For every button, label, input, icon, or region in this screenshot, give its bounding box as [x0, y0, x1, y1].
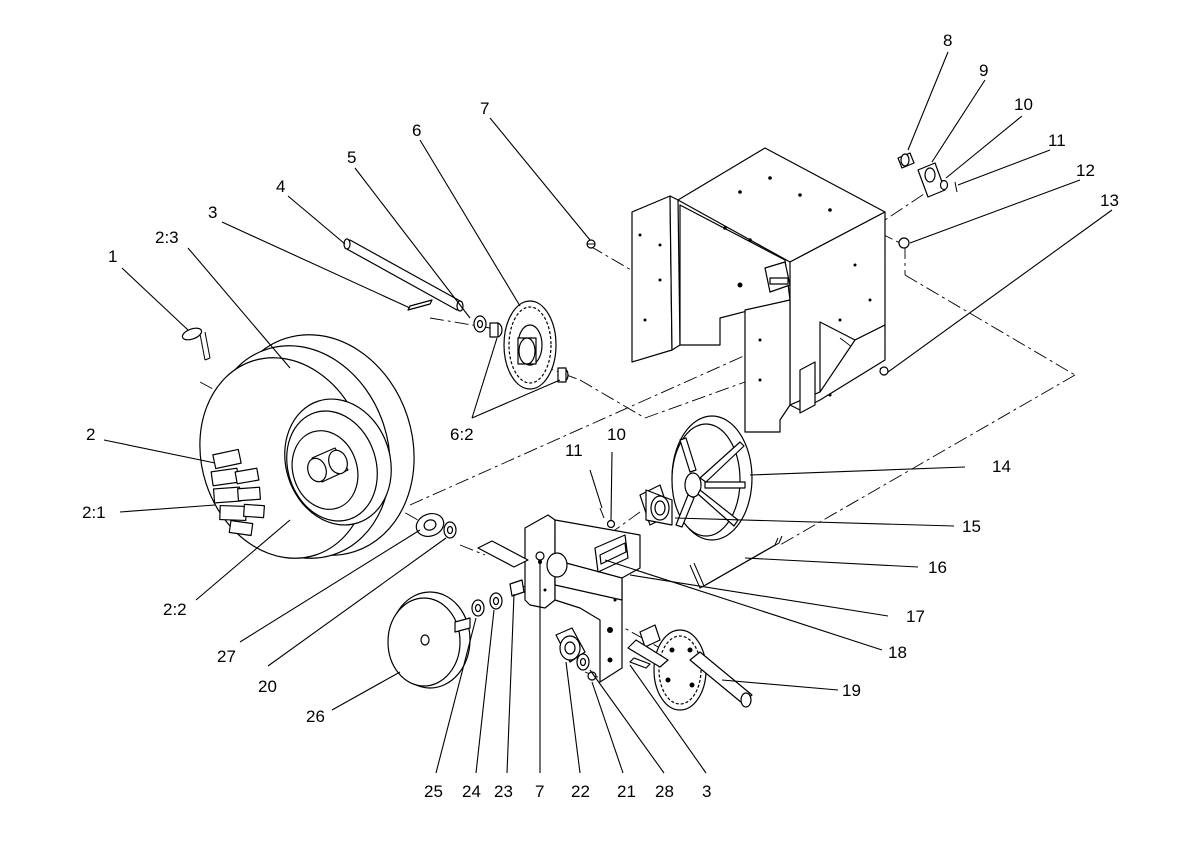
callout-23: 23: [494, 782, 513, 801]
callout-6-2: 6:2: [450, 425, 474, 444]
callout-10-mid: 10: [607, 425, 626, 444]
callout-26: 26: [306, 707, 325, 726]
hardware-25-24-23: [471, 579, 525, 617]
callout-3-top: 3: [208, 203, 217, 222]
callout-2-1: 2:1: [82, 503, 106, 522]
callout-22: 22: [571, 782, 590, 801]
callout-3-bottom: 3: [702, 782, 711, 801]
washer-28: [576, 653, 590, 671]
callout-14: 14: [992, 457, 1011, 476]
sprocket: [489, 300, 569, 390]
frame-housing: [631, 147, 886, 433]
lynch-pin: [181, 327, 211, 361]
callout-2-3: 2:3: [155, 228, 179, 247]
callout-1: 1: [108, 247, 117, 266]
callout-28: 28: [655, 782, 674, 801]
washer-5: [473, 315, 487, 333]
callout-12: 12: [1076, 161, 1095, 180]
callout-20: 20: [258, 677, 277, 696]
callout-24: 24: [462, 782, 481, 801]
gear-shaft: [627, 624, 753, 711]
shaft-stub: [477, 540, 529, 568]
callout-11-top: 11: [1048, 131, 1066, 150]
callout-16: 16: [928, 558, 947, 577]
flange-27: [415, 513, 445, 537]
callout-11-mid: 11: [565, 441, 583, 460]
pulley: [387, 591, 471, 689]
callout-2: 2: [86, 425, 95, 444]
callout-9: 9: [979, 61, 988, 80]
leader-lines: [103, 51, 1113, 774]
callout-2-2: 2:2: [163, 600, 187, 619]
roll-pin-bottom: [629, 657, 651, 669]
roll-pin-top: [407, 299, 433, 311]
callout-17: 17: [906, 607, 925, 626]
axle-shaft: [343, 238, 464, 312]
callout-27: 27: [217, 647, 236, 666]
drive-plate: [524, 514, 641, 683]
callout-10-top: 10: [1014, 95, 1033, 114]
callout-5: 5: [347, 148, 356, 167]
washer-20: [443, 521, 457, 539]
bearing-housing: [599, 484, 673, 529]
callout-6: 6: [412, 121, 421, 140]
callout-8: 8: [943, 31, 952, 50]
callout-13: 13: [1100, 191, 1119, 210]
fan-wheel: [671, 415, 753, 541]
callout-labels: 1 2:3 3 4 5 6 7 8 9 10 11 12 13 2 2:1 6:…: [82, 31, 1119, 801]
tire-assembly: [199, 334, 415, 559]
callout-15: 15: [962, 517, 981, 536]
tread-blocks: [210, 448, 265, 537]
callout-19: 19: [842, 681, 861, 700]
callout-25: 25: [424, 782, 443, 801]
callout-7-top: 7: [480, 99, 489, 118]
upper-right-hardware: [879, 152, 958, 376]
screw-7-top: [586, 239, 596, 249]
bearing-flange-22: [555, 627, 586, 663]
callout-4: 4: [276, 177, 285, 196]
callout-21: 21: [617, 782, 636, 801]
shift-rod: [689, 535, 783, 589]
callout-18: 18: [888, 643, 907, 662]
callout-7-bottom: 7: [535, 782, 544, 801]
